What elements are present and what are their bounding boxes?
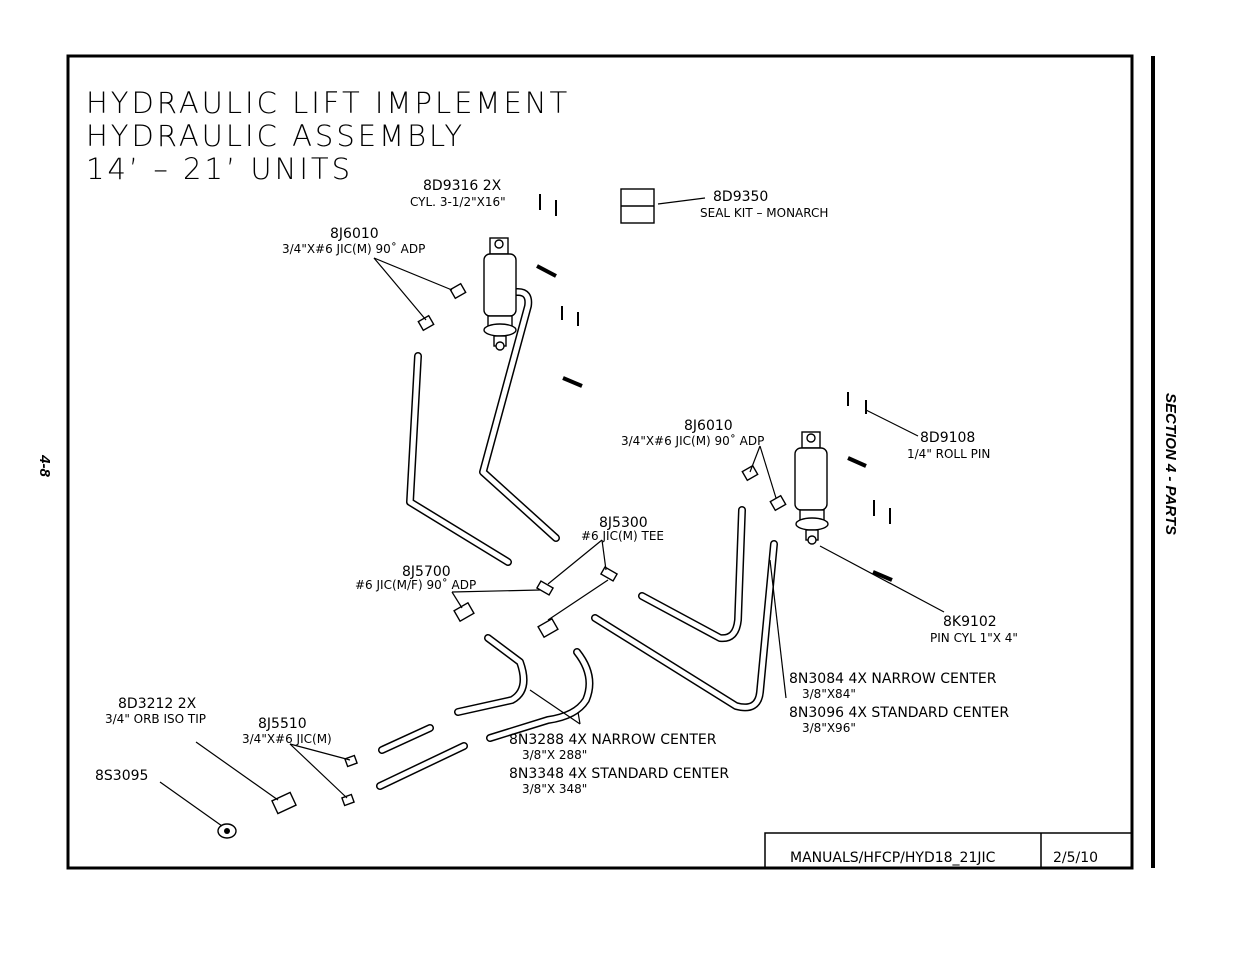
callout-cyl-pn: 8D9316 2X — [423, 178, 502, 194]
callout-adp1-pn: 8J6010 — [330, 226, 379, 242]
callout-jic-pn: 8J5510 — [258, 716, 307, 732]
callout-seal-desc: SEAL KIT – MONARCH — [700, 206, 828, 220]
drawing-number: MANUALS/HFCP/HYD18_21JIC — [790, 850, 996, 866]
callout-hose96-desc: 3/8"X96" — [802, 721, 856, 735]
callout-adp2-pn: 8J6010 — [684, 418, 733, 434]
callout-pin-desc: PIN CYL 1"X 4" — [930, 631, 1018, 645]
callout-cyl-desc: CYL. 3-1/2"X16" — [410, 195, 506, 209]
drawing-date: 2/5/10 — [1053, 850, 1098, 866]
callout-tee-desc: #6 JIC(M) TEE — [581, 529, 664, 543]
fittings — [217, 282, 787, 839]
leader-lines — [159, 197, 945, 827]
drawing-frame — [66, 54, 1134, 870]
pins — [536, 194, 893, 582]
callout-hose348-desc: 3/8"X 348" — [522, 782, 587, 796]
callout-hose348-pn: 8N3348 4X STANDARD CENTER — [509, 766, 729, 782]
callout-hose84-desc: 3/8"X84" — [802, 687, 856, 701]
section-label: SECTION 4 - PARTS — [1162, 393, 1179, 535]
callout-adp90-pn: 8J5700 — [402, 564, 451, 580]
callout-roll-desc: 1/4" ROLL PIN — [907, 447, 990, 461]
callout-iso-desc: 3/4" ORB ISO TIP — [105, 712, 206, 726]
callout-iso-pn: 8D3212 2X — [118, 696, 197, 712]
title-line-2: HYDRAULIC ASSEMBLY — [86, 119, 465, 153]
title-line-3: 14’ – 21’ UNITS — [86, 152, 353, 186]
title-line-1: HYDRAULIC LIFT IMPLEMENT — [86, 86, 570, 120]
seal-kit-box — [620, 188, 655, 224]
callout-seal-pn: 8D9350 — [713, 189, 768, 205]
callout-roll-pn: 8D9108 — [920, 430, 975, 446]
callout-hose288-pn: 8N3288 4X NARROW CENTER — [509, 732, 717, 748]
callout-adp2-desc: 3/4"X#6 JIC(M) 90˚ ADP — [621, 433, 764, 448]
callout-jic-desc: 3/4"X#6 JIC(M) — [242, 732, 332, 746]
hoses — [376, 288, 778, 790]
callout-pin-pn: 8K9102 — [943, 614, 997, 630]
callout-adp90-desc: #6 JIC(M/F) 90˚ ADP — [355, 577, 476, 592]
callout-hose96-pn: 8N3096 4X STANDARD CENTER — [789, 705, 1009, 721]
callout-hose84-pn: 8N3084 4X NARROW CENTER — [789, 671, 997, 687]
callout-tee-pn: 8J5300 — [599, 515, 648, 531]
callout-hose288-desc: 3/8"X 288" — [522, 748, 587, 762]
callout-adp1-desc: 3/4"X#6 JIC(M) 90˚ ADP — [282, 241, 425, 256]
right-cylinder — [794, 431, 829, 545]
left-cylinder — [483, 237, 517, 351]
page-number: 4-8 — [36, 454, 53, 477]
callout-plug-pn: 8S3095 — [95, 768, 148, 784]
title-block: MANUALS/HFCP/HYD18_21JIC 2/5/10 — [764, 832, 1133, 869]
